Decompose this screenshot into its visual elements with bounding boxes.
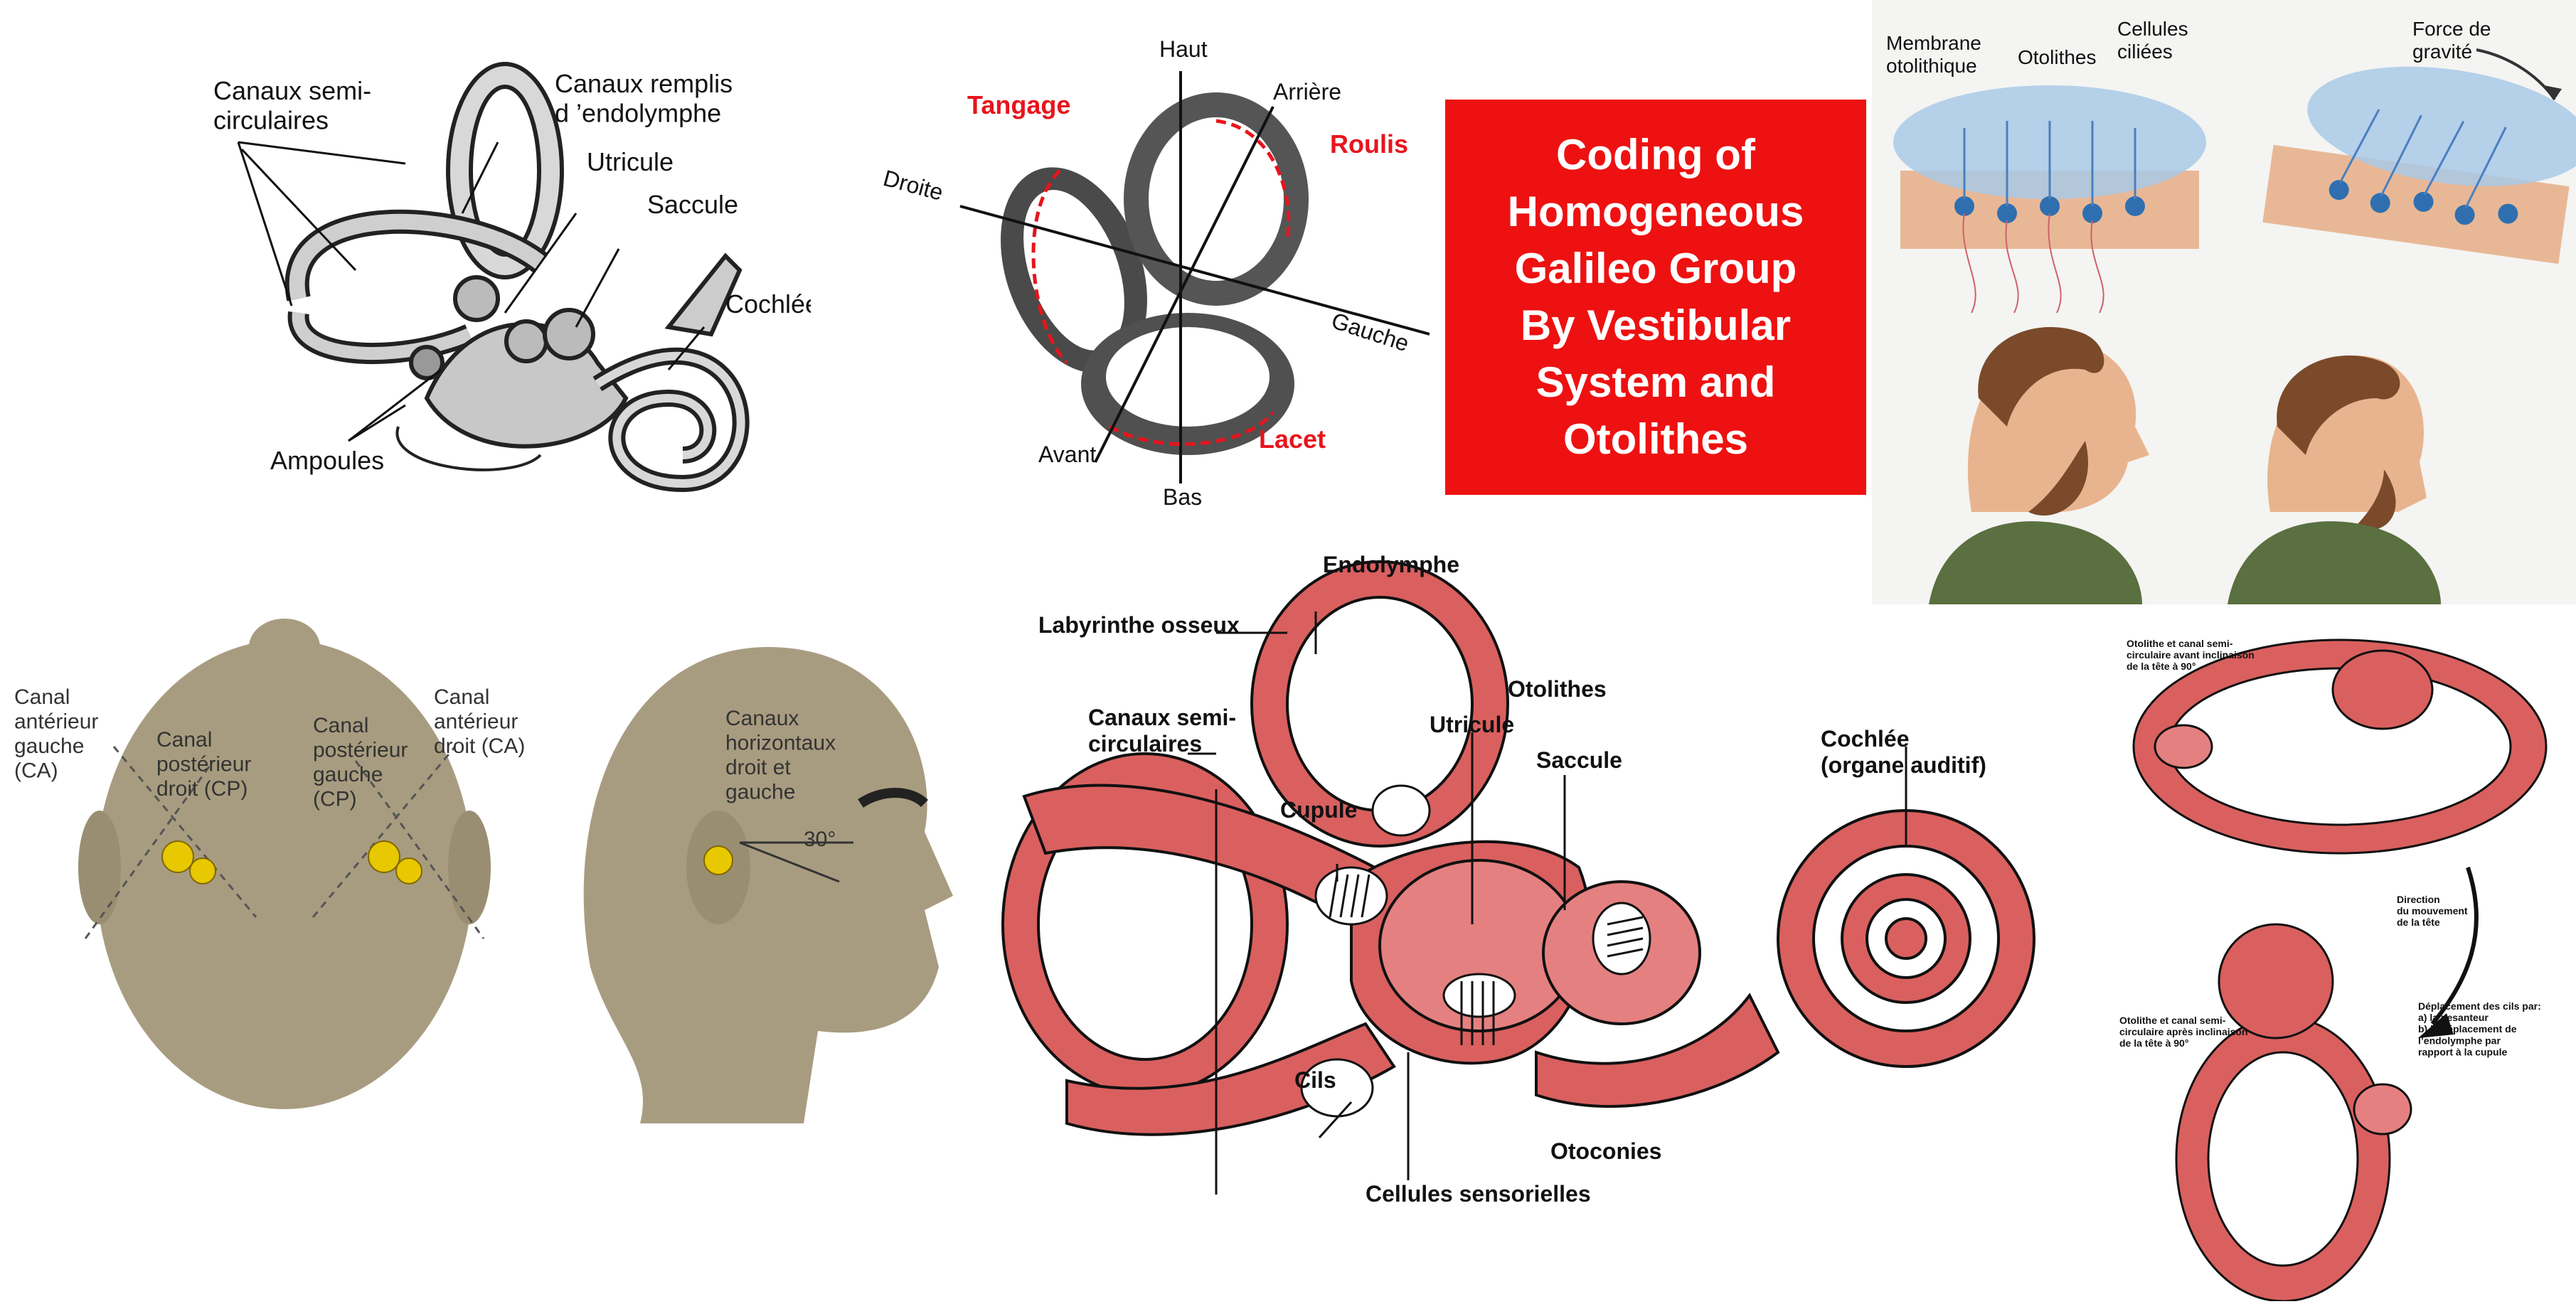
- label-cochlee: Cochlée: [725, 289, 811, 319]
- label-otoconies: Otoconies: [1550, 1138, 1661, 1164]
- label-otolithes: Otolithes: [1508, 676, 1607, 702]
- head-top-view: [78, 619, 491, 1109]
- label-cellules-sensorielles: Cellules sensorielles: [1366, 1181, 1591, 1207]
- label-bas: Bas: [1163, 484, 1202, 510]
- canal-after-tilt: [2176, 924, 2411, 1301]
- labyrinth-body: [1003, 562, 2034, 1135]
- label-lacet: Lacet: [1259, 424, 1326, 454]
- label-canaux-semi: Canaux semi-circulaires: [213, 76, 371, 134]
- label-saccule: Saccule: [647, 190, 738, 219]
- label-arriere: Arrière: [1273, 79, 1341, 105]
- label-tangage: Tangage: [967, 90, 1070, 119]
- canal-tilt-diagram: Otolithe et canal semi-circulaire avant …: [2105, 626, 2575, 1301]
- label-cupule: Cupule: [1280, 797, 1357, 823]
- label-cils: Cils: [1294, 1067, 1336, 1093]
- label-canaux-semi-labyrinth: Canaux semi-circulaires: [1088, 705, 1236, 757]
- label-ampoules: Ampoules: [270, 446, 384, 475]
- label-roulis: Roulis: [1330, 129, 1408, 159]
- labyrinth-diagram: Endolymphe Labyrinthe osseux Otolithes C…: [981, 540, 2077, 1251]
- label-otolithes-top: Otolithes: [2018, 46, 2097, 68]
- label-droite: Droite: [880, 165, 946, 205]
- rotation-rings: [974, 92, 1309, 455]
- label-angle: 30°: [804, 828, 836, 851]
- rotation-axes-diagram: Haut Arrière Tangage Roulis Droite Gauch…: [875, 28, 1430, 512]
- label-avant: Avant: [1038, 442, 1096, 467]
- label-endolymphe: Endolymphe: [1323, 552, 1459, 577]
- label-cochlee-labyrinth: Cochlée(organe auditif): [1821, 726, 1986, 778]
- page-title: Coding of Homogeneous Galileo Group By V…: [1508, 127, 1804, 468]
- label-haut: Haut: [1159, 36, 1208, 62]
- label-labyrinthe-osseux: Labyrinthe osseux: [1038, 612, 1240, 638]
- label-utricule-labyrinth: Utricule: [1430, 712, 1514, 737]
- label-gauche: Gauche: [1329, 307, 1412, 356]
- note-deplacement: Déplacement des cils par:a) la pesanteur…: [2418, 1000, 2541, 1057]
- label-saccule-labyrinth: Saccule: [1536, 747, 1622, 773]
- title-box: Coding of Homogeneous Galileo Group By V…: [1445, 100, 1866, 495]
- label-utricule: Utricule: [587, 147, 674, 176]
